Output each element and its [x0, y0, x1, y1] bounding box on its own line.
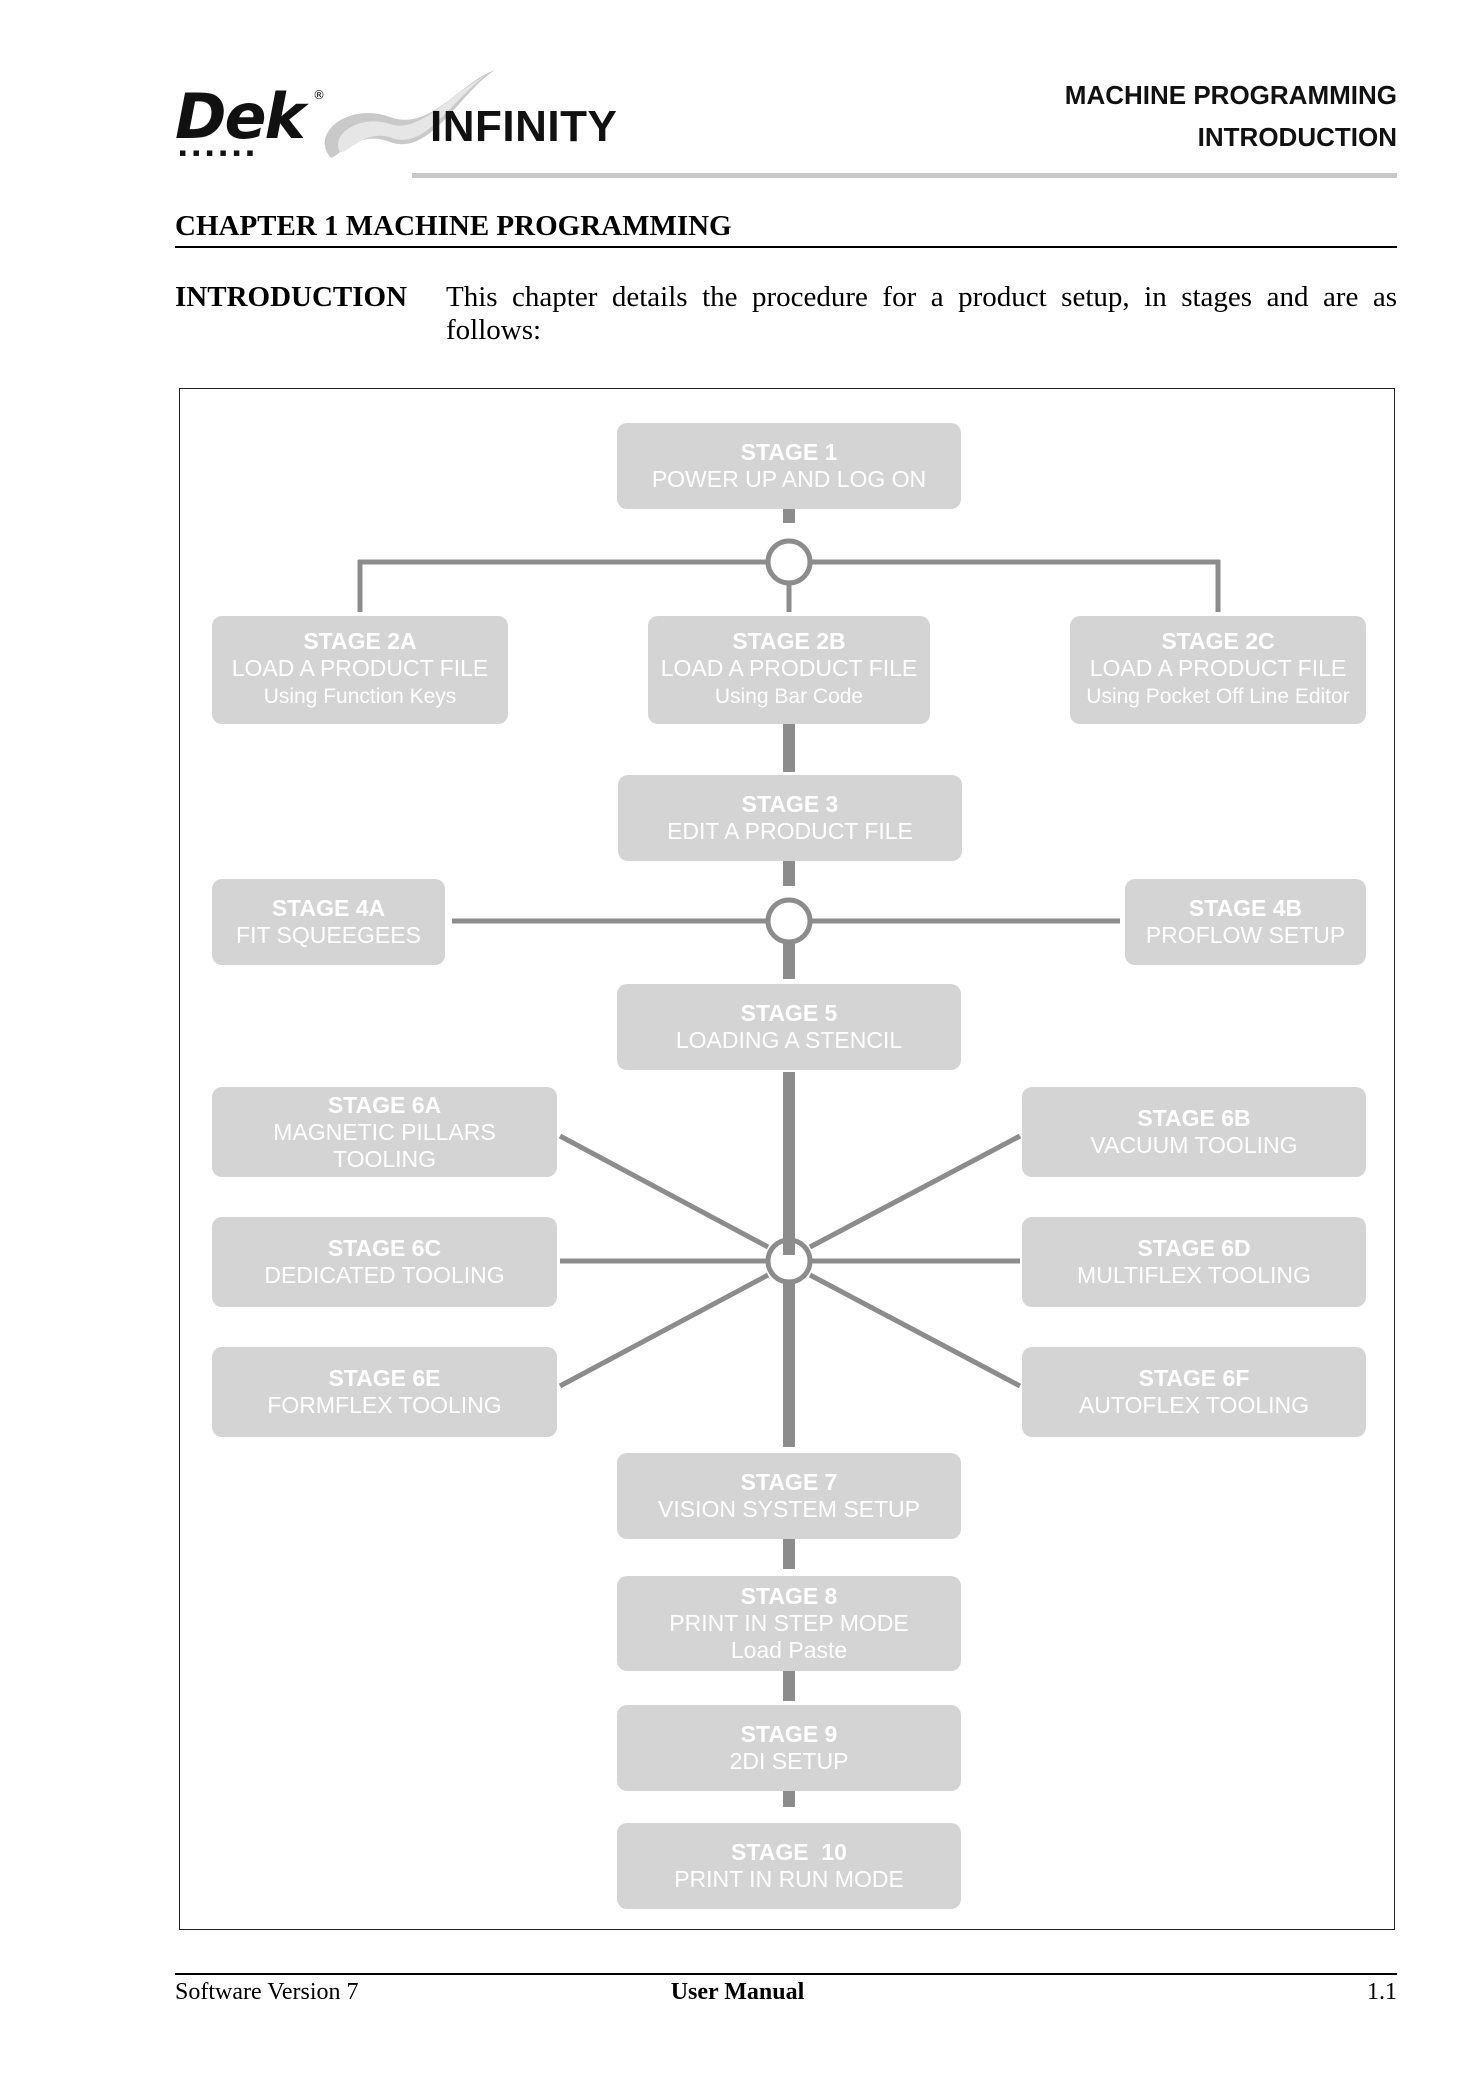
stage-3-box: STAGE 3 EDIT A PRODUCT FILE: [618, 775, 962, 861]
footer-page-number: 1.1: [1367, 1979, 1397, 2005]
stage-label: VISION SYSTEM SETUP: [658, 1496, 920, 1522]
header-section-title: MACHINE PROGRAMMING: [1064, 80, 1397, 110]
footer-rule: [175, 1973, 1397, 1975]
stage-label: 2DI SETUP: [729, 1748, 849, 1774]
stage-5-box: STAGE 5 LOADING A STENCIL: [617, 984, 961, 1070]
stage-label: MULTIFLEX TOOLING: [1077, 1262, 1311, 1288]
stage-10-box: STAGE 10 PRINT IN RUN MODE: [617, 1823, 961, 1909]
stage-title: STAGE 6F: [1138, 1365, 1250, 1391]
stage-title: STAGE 8: [740, 1583, 838, 1609]
stage-label: POWER UP AND LOG ON: [651, 466, 927, 492]
stage-title: STAGE 6C: [327, 1235, 442, 1261]
stage-title: STAGE 6E: [328, 1365, 441, 1391]
footer-document-title: User Manual: [670, 1979, 805, 2005]
stage-7-box: STAGE 7 VISION SYSTEM SETUP: [617, 1453, 961, 1539]
stage-sublabel: Using Function Keys: [263, 685, 457, 708]
stage-sublabel: Using Pocket Off Line Editor: [1086, 685, 1350, 708]
infinity-swoosh-icon: [324, 70, 495, 158]
header-rule: [412, 173, 1397, 178]
logo-brand: Dek: [175, 80, 306, 153]
stage-label: PROFLOW SETUP: [1145, 922, 1346, 948]
stage-title: STAGE 3: [741, 791, 839, 817]
logo-registered-mark: ®: [313, 88, 325, 102]
stage-label-2: Load Paste: [730, 1637, 848, 1663]
stage-label: VACUUM TOOLING: [1090, 1132, 1298, 1158]
stage-title: STAGE 6D: [1137, 1235, 1251, 1261]
stage-6f-box: STAGE 6F AUTOFLEX TOOLING: [1022, 1347, 1366, 1437]
intro-text: This chapter details the procedure for a…: [446, 281, 1397, 346]
stage-4a-box: STAGE 4A FIT SQUEEGEES: [212, 879, 445, 965]
flow-connectors: [357, 507, 1221, 1807]
stage-4b-box: STAGE 4B PROFLOW SETUP: [1125, 879, 1366, 965]
stage-label: LOAD A PRODUCT FILE: [660, 655, 918, 681]
stage-label: EDIT A PRODUCT FILE: [667, 818, 913, 844]
chapter-title: CHAPTER 1 MACHINE PROGRAMMING: [175, 210, 732, 242]
stage-label: AUTOFLEX TOOLING: [1078, 1392, 1310, 1418]
stage-label: DEDICATED TOOLING: [264, 1262, 505, 1288]
stage-label-2: TOOLING: [332, 1145, 437, 1172]
intro-label: INTRODUCTION: [175, 281, 408, 313]
stage-label: PRINT IN STEP MODE: [669, 1610, 909, 1636]
stage-flow-diagram: STAGE 1 POWER UP AND LOG ON STAGE 2A LOA…: [179, 388, 1395, 1930]
stage-label: PRINT IN RUN MODE: [674, 1866, 904, 1892]
header-subsection-title: INTRODUCTION: [1197, 122, 1397, 152]
stage-label: FIT SQUEEGEES: [236, 922, 421, 948]
logo-brand-dots: ▪▪▪▪▪▪: [179, 146, 260, 159]
stage-label: MAGNETIC PILLARS: [273, 1118, 496, 1145]
stage-6c-box: STAGE 6C DEDICATED TOOLING: [212, 1217, 557, 1307]
dek-infinity-logo: Dek ® ▪▪▪▪▪▪ INFINITY: [175, 62, 655, 182]
stage-title: STAGE 4B: [1188, 895, 1303, 921]
footer-software-version: Software Version 7: [175, 1979, 359, 2005]
stage-label: LOAD A PRODUCT FILE: [231, 655, 489, 681]
stage-title: STAGE 2B: [732, 628, 846, 654]
stage-2a-box: STAGE 2A LOAD A PRODUCT FILE Using Funct…: [212, 616, 508, 724]
stage-2c-box: STAGE 2C LOAD A PRODUCT FILE Using Pocke…: [1070, 616, 1366, 724]
stage-1-box: STAGE 1 POWER UP AND LOG ON: [617, 423, 961, 509]
stage-title: STAGE 2A: [303, 628, 417, 654]
stage-9-box: STAGE 9 2DI SETUP: [617, 1705, 961, 1791]
stage-title: STAGE 5: [740, 1000, 838, 1026]
stage-sublabel: Using Bar Code: [714, 685, 864, 708]
stage-label: LOAD A PRODUCT FILE: [1089, 655, 1347, 681]
stage-label: FORMFLEX TOOLING: [267, 1392, 502, 1418]
stage-title: STAGE 1: [740, 439, 838, 465]
stage-label: LOADING A STENCIL: [675, 1027, 903, 1053]
chapter-rule: [175, 246, 1397, 248]
stage-title: STAGE 9: [740, 1721, 838, 1747]
stage-title: STAGE 7: [740, 1469, 838, 1495]
stage-title: STAGE 6A: [327, 1091, 442, 1118]
logo-product-name: INFINITY: [430, 102, 618, 151]
stage-title: STAGE 6B: [1137, 1105, 1251, 1131]
stage-6d-box: STAGE 6D MULTIFLEX TOOLING: [1022, 1217, 1366, 1307]
stage-6b-box: STAGE 6B VACUUM TOOLING: [1022, 1087, 1366, 1177]
stage-2b-box: STAGE 2B LOAD A PRODUCT FILE Using Bar C…: [648, 616, 930, 724]
stage-6a-box: STAGE 6A MAGNETIC PILLARS TOOLING: [212, 1087, 557, 1177]
stage-8-box: STAGE 8 PRINT IN STEP MODE Load Paste: [617, 1576, 961, 1671]
stage-title: STAGE 2C: [1161, 628, 1275, 654]
stage-title: STAGE 4A: [271, 895, 386, 921]
stage-6e-box: STAGE 6E FORMFLEX TOOLING: [212, 1347, 557, 1437]
stage-title: STAGE 10: [731, 1839, 847, 1865]
